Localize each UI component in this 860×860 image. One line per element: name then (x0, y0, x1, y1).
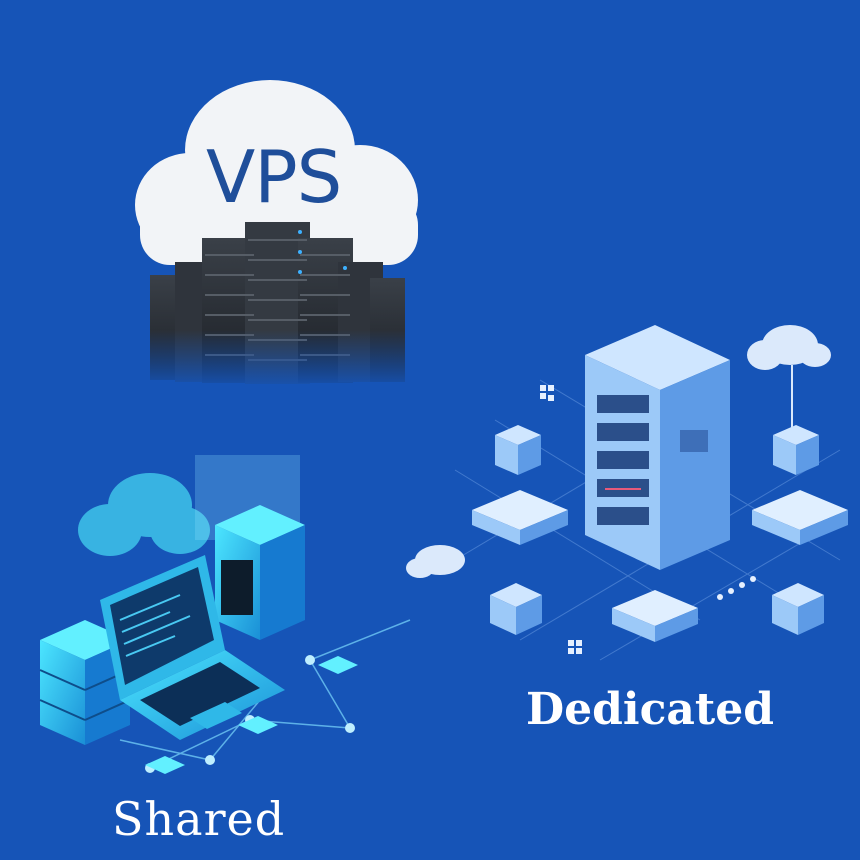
vps-illustration (135, 80, 420, 390)
shared-illustration (39, 455, 411, 774)
cloud-icon (406, 325, 831, 578)
server-rack-icon (585, 325, 730, 570)
vps-cloud-text: VPS (206, 135, 342, 219)
network-node-icon (145, 656, 358, 774)
cloud-icon (78, 473, 210, 556)
laptop-icon (100, 555, 285, 740)
network-node-icon (472, 425, 848, 642)
dedicated-label: Dedicated (526, 684, 775, 735)
shared-label: Shared (112, 792, 286, 846)
dedicated-illustration (406, 325, 848, 661)
